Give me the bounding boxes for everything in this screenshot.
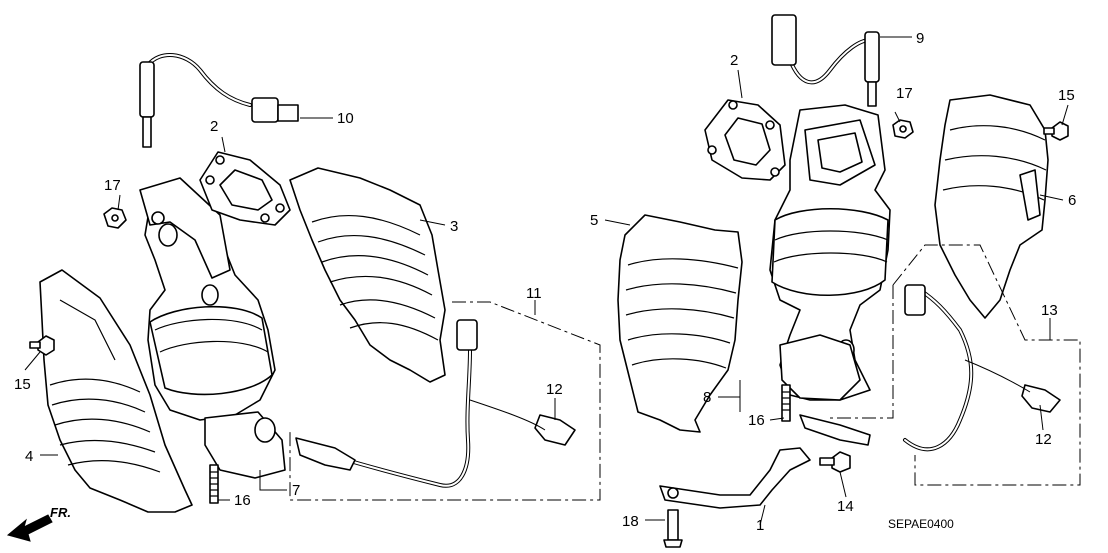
leader-lines <box>24 36 1069 526</box>
callout-17-right: 17 <box>896 85 913 102</box>
o2-sensor-upper-left <box>139 52 299 148</box>
nut-left <box>103 207 127 229</box>
heat-shield-upper-right <box>934 94 1049 319</box>
converter-right <box>769 104 891 401</box>
harness-box-right <box>830 244 1081 486</box>
callout-12-right: 12 <box>1035 431 1052 448</box>
callout-3: 3 <box>450 218 458 235</box>
gasket-right <box>704 99 786 181</box>
bolt-left <box>29 335 55 356</box>
arrow-left-icon <box>6 514 53 542</box>
callout-labels: 1 2 2 3 4 5 6 7 8 9 10 11 12 12 13 14 15… <box>14 30 1076 534</box>
converter-left <box>139 177 286 479</box>
callout-5: 5 <box>590 212 598 229</box>
callout-18: 18 <box>622 513 639 530</box>
callout-8: 8 <box>703 389 711 406</box>
front-label: FR. <box>50 505 71 520</box>
callout-13: 13 <box>1041 302 1058 319</box>
callout-7: 7 <box>292 482 300 499</box>
gasket-left <box>199 151 291 226</box>
callout-11: 11 <box>526 285 542 302</box>
o2-sensor-upper-right <box>771 14 880 107</box>
heat-shield-upper-left <box>289 167 446 383</box>
heat-shield-right-lower <box>617 214 743 433</box>
callout-15-right: 15 <box>1058 87 1075 104</box>
front-direction-marker: FR. <box>6 505 71 542</box>
bolt-14 <box>819 451 851 473</box>
bracket <box>659 447 811 509</box>
callout-10: 10 <box>337 110 354 127</box>
callout-6: 6 <box>1068 192 1076 209</box>
callout-14: 14 <box>837 498 854 515</box>
stud-left <box>209 464 219 504</box>
callout-17-left: 17 <box>104 177 121 194</box>
callout-1: 1 <box>756 517 764 534</box>
stud-right <box>781 384 791 422</box>
bolt-right <box>1043 121 1069 141</box>
callout-2-left: 2 <box>210 118 218 135</box>
o2-sensor-lower-left <box>295 319 576 488</box>
nut-right <box>892 119 914 139</box>
bolt-18 <box>663 509 683 548</box>
callout-15-left: 15 <box>14 376 31 393</box>
o2-sensor-lower-right <box>799 284 1061 452</box>
heat-shield-lower-left <box>39 269 193 513</box>
callout-12-left: 12 <box>546 381 563 398</box>
harness-box-left <box>289 301 601 501</box>
callout-16-right: 16 <box>748 412 765 429</box>
callout-16-left: 16 <box>234 492 251 509</box>
callout-2-right: 2 <box>730 52 738 69</box>
callout-4: 4 <box>25 448 33 465</box>
callout-9: 9 <box>916 30 924 47</box>
diagram-code: SEPAE0400 <box>888 517 954 531</box>
